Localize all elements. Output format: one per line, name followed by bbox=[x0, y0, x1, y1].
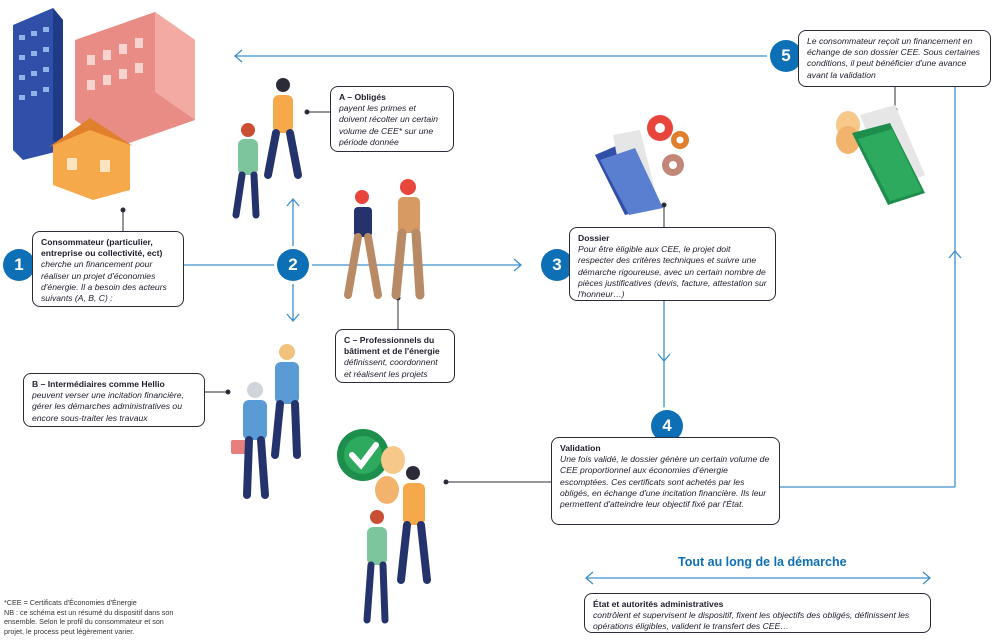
validation-box: Validation Une fois validé, le dossier g… bbox=[551, 437, 780, 525]
footnote: *CEE = Certificats d'Économies d'Énergie… bbox=[4, 598, 174, 637]
arrow-left bbox=[585, 571, 594, 585]
dossier-box: Dossier Pour être éligible aux CEE, le p… bbox=[569, 227, 776, 301]
step-2-badge: 2 bbox=[277, 249, 309, 281]
dossier-text: Pour être éligible aux CEE, le projet do… bbox=[578, 244, 767, 299]
consumer-box: Consommateur (particulier, entreprise ou… bbox=[32, 231, 184, 307]
etat-title: État et autorités administratives bbox=[593, 599, 724, 609]
dossier-folder-illustration bbox=[595, 115, 689, 215]
consumer-title: Consommateur (particulier, entreprise ou… bbox=[41, 237, 163, 259]
pros-text: définissent, coordonnent et réalisent le… bbox=[344, 357, 438, 379]
arrow-up-return bbox=[948, 250, 962, 259]
validation-illustration bbox=[337, 429, 431, 624]
obliges-box: A – Obligés payent les primes et doivent… bbox=[330, 86, 454, 152]
validation-text: Une fois validé, le dossier génère un ce… bbox=[560, 454, 770, 509]
step-5-badge: 5 bbox=[770, 40, 802, 72]
obliges-people-illustration bbox=[232, 78, 302, 219]
arrow-down-4 bbox=[657, 353, 671, 362]
intermediaries-illustration bbox=[231, 344, 301, 499]
step-3-badge: 3 bbox=[541, 249, 573, 281]
footnote-nb: NB : ce schéma est un résumé du disposit… bbox=[4, 607, 174, 637]
obliges-text: payent les primes et doivent récolter un… bbox=[339, 103, 438, 147]
pros-title: C – Professionnels du bâtiment et de l'é… bbox=[344, 335, 440, 357]
arrow-to-3 bbox=[513, 258, 522, 272]
pros-box: C – Professionnels du bâtiment et de l'é… bbox=[335, 329, 455, 383]
obliges-title: A – Obligés bbox=[339, 92, 386, 102]
arrow-to-consumer bbox=[234, 49, 243, 63]
reception-box: Le consommateur reçoit un financement en… bbox=[798, 30, 991, 87]
tout-au-long-heading: Tout au long de la démarche bbox=[678, 555, 847, 569]
validation-title: Validation bbox=[560, 443, 601, 453]
consumer-text: cherche un financement pour réaliser un … bbox=[41, 259, 167, 303]
step-1-badge: 1 bbox=[3, 249, 35, 281]
etat-box: État et autorités administratives contrô… bbox=[584, 593, 931, 633]
etat-text: contrôlent et supervisent le dispositif,… bbox=[593, 610, 910, 632]
intermediaires-title: B – Intermédiaires comme Hellio bbox=[32, 379, 165, 389]
step-4-badge: 4 bbox=[651, 410, 683, 442]
arrow-right bbox=[922, 571, 931, 585]
arrow-down-2 bbox=[286, 313, 300, 322]
payment-folder-illustration bbox=[836, 105, 925, 205]
intermediaires-box: B – Intermédiaires comme Hellio peuvent … bbox=[23, 373, 205, 427]
footnote-cee: *CEE = Certificats d'Économies d'Énergie bbox=[4, 598, 137, 607]
arrow-up-2 bbox=[286, 198, 300, 207]
reception-text: Le consommateur reçoit un financement en… bbox=[807, 36, 980, 80]
buildings-illustration bbox=[13, 8, 195, 200]
professionals-illustration bbox=[344, 179, 425, 300]
dossier-title: Dossier bbox=[578, 233, 610, 243]
intermediaires-text: peuvent verser une incitation financière… bbox=[32, 390, 184, 423]
